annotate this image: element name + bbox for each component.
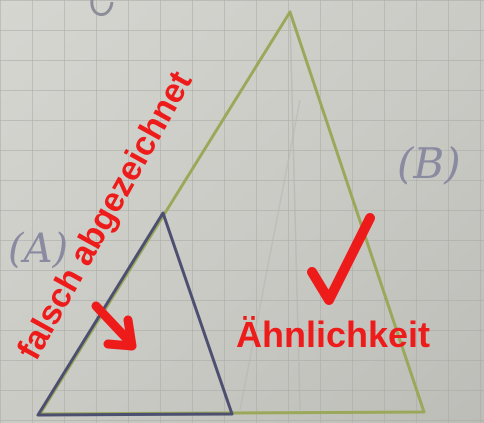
construction-line	[289, 14, 301, 411]
triangle-b-label: (B)	[397, 139, 461, 188]
similarity-label: Ähnlichkeit	[236, 314, 430, 355]
triangle-a-label: (A)	[8, 226, 68, 272]
arrow-icon	[91, 301, 137, 351]
construction-line	[239, 99, 301, 411]
pencil-stroke-top	[90, 0, 114, 16]
checkmark-icon	[307, 213, 375, 305]
